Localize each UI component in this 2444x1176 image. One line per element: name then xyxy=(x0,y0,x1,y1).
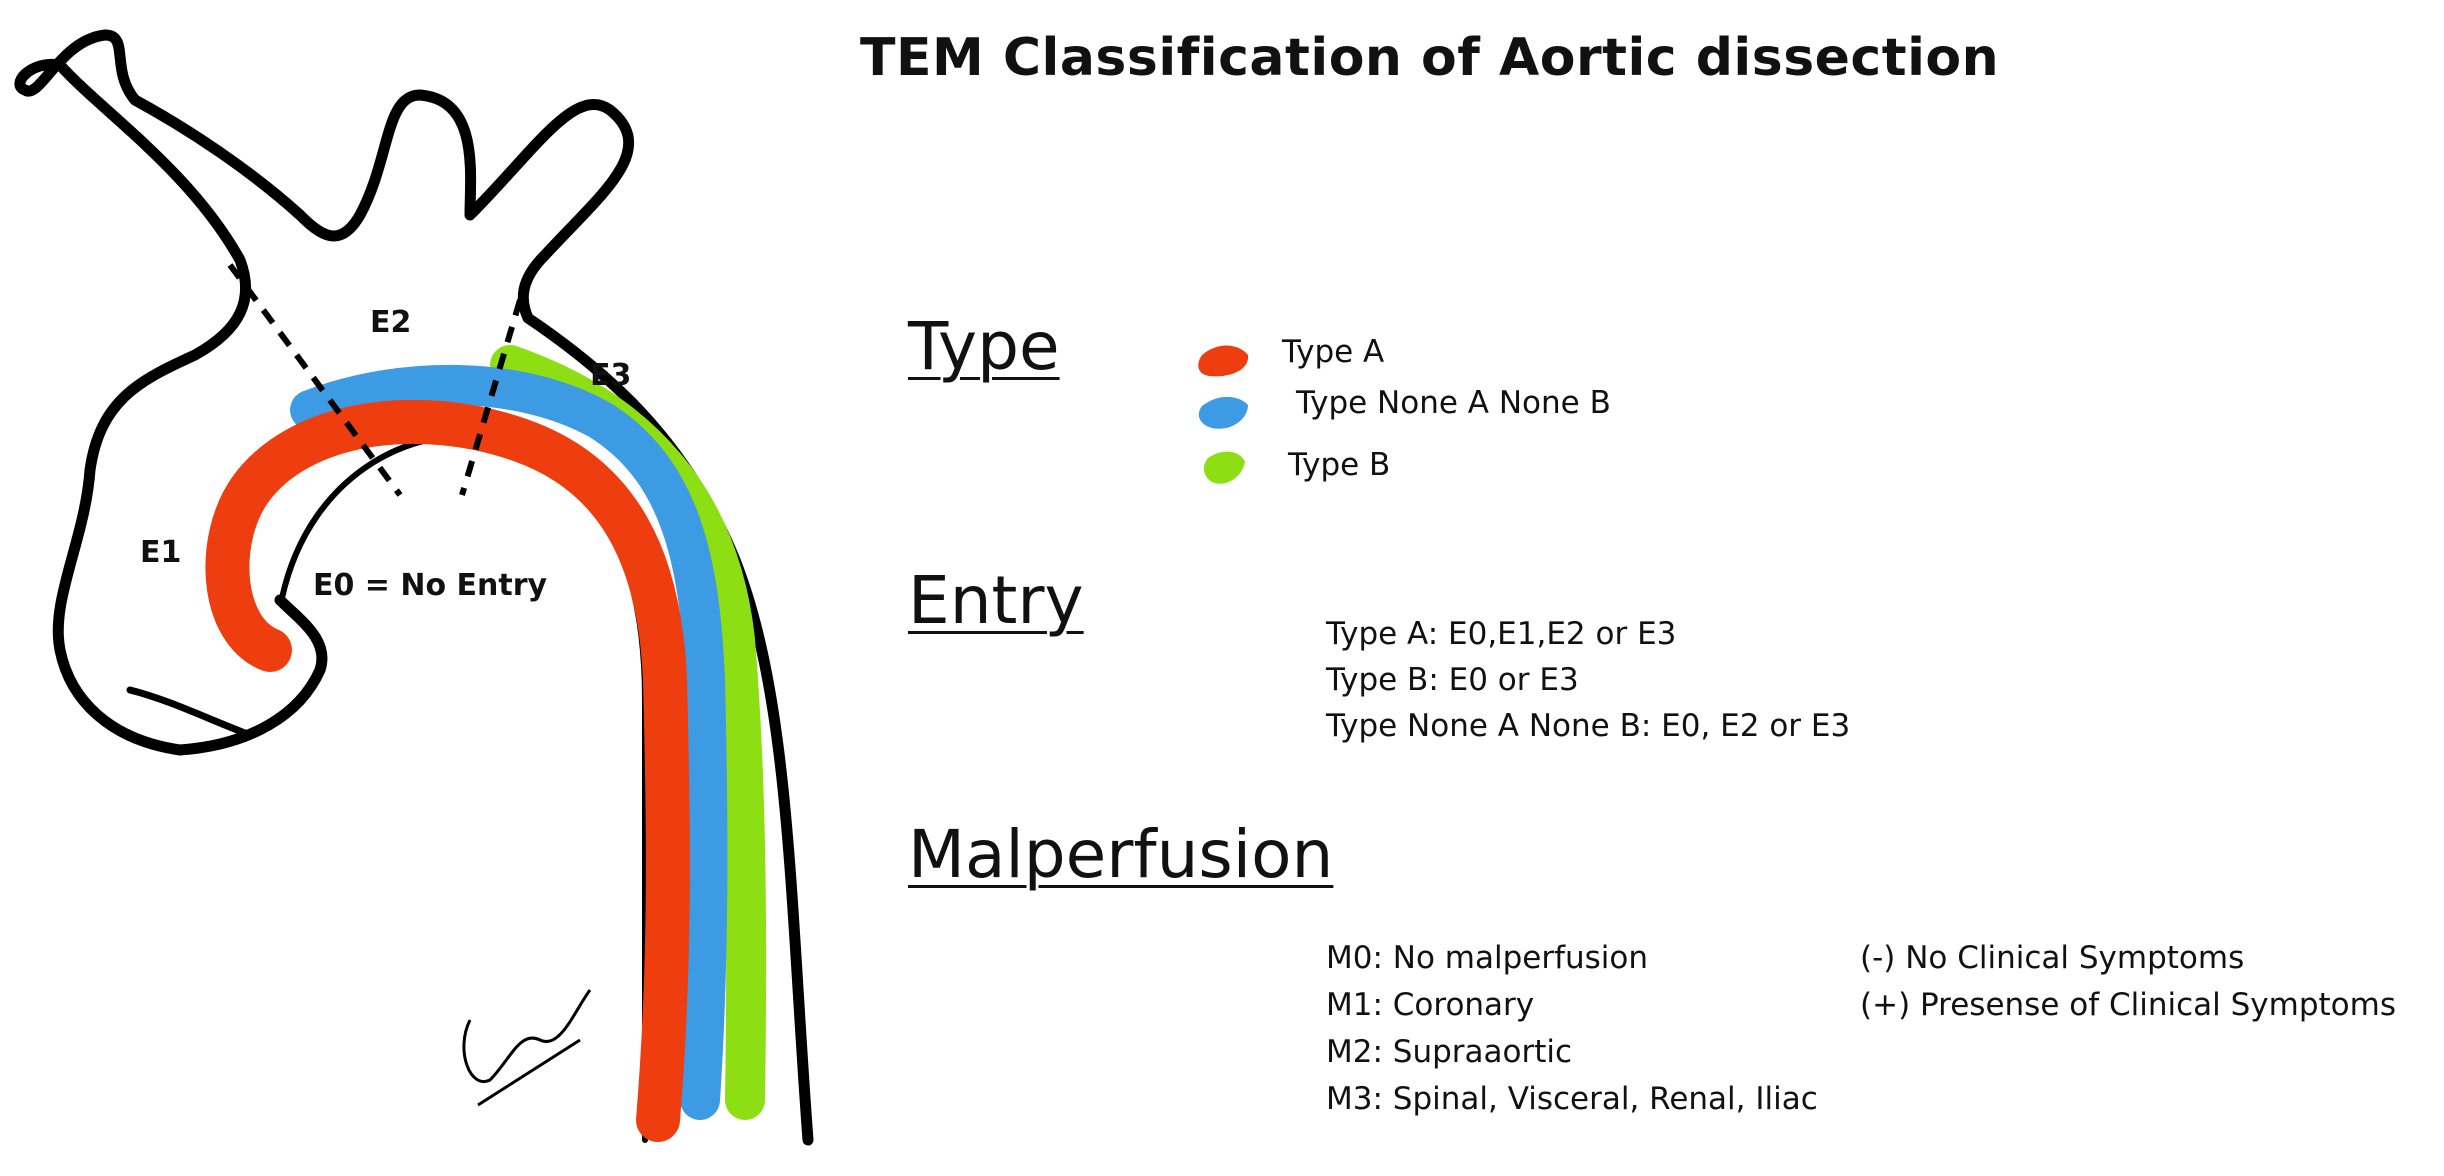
malperfusion-heading: Malperfusion xyxy=(908,816,1334,893)
swatch-non-a-non-b xyxy=(1198,396,1248,429)
legend-type-a: Type A xyxy=(1282,334,1385,370)
legend-non-a-non-b: Type None A None B xyxy=(1296,385,1611,421)
signature-mark xyxy=(462,989,592,1084)
legend-type-b: Type B xyxy=(1288,447,1391,483)
entry-line-non-a-non-b: Type None A None B: E0, E2 or E3 xyxy=(1326,708,1851,744)
signature-underline xyxy=(477,1038,581,1107)
type-legend-swatches xyxy=(1198,345,1249,484)
aorta-outline xyxy=(14,29,814,1146)
segment-label-e3: E3 xyxy=(590,358,632,393)
symptoms-positive: (+) Presense of Clinical Symptoms xyxy=(1860,987,2396,1023)
entry-line-type-b: Type B: E0 or E3 xyxy=(1326,662,1579,698)
entry-line-type-a: Type A: E0,E1,E2 or E3 xyxy=(1326,616,1677,652)
swatch-type-b xyxy=(1203,451,1245,484)
segment-label-e0: E0 = No Entry xyxy=(313,568,548,603)
malperfusion-m0: M0: No malperfusion xyxy=(1326,940,1649,976)
segment-label-e2: E2 xyxy=(370,305,412,340)
type-a-band xyxy=(205,399,690,1142)
aortic-root-outline xyxy=(126,686,254,739)
e2-e3-boundary xyxy=(459,299,523,496)
symptoms-negative: (-) No Clinical Symptoms xyxy=(1860,940,2245,976)
swatch-type-a xyxy=(1198,345,1249,377)
e1-e2-boundary xyxy=(227,263,403,497)
malperfusion-m2: M2: Supraaortic xyxy=(1326,1034,1573,1070)
segment-label-e1: E1 xyxy=(140,535,182,570)
type-heading: Type xyxy=(908,308,1060,385)
malperfusion-m1: M1: Coronary xyxy=(1326,987,1535,1023)
malperfusion-m3: M3: Spinal, Visceral, Renal, Iliac xyxy=(1326,1081,1818,1117)
aorta-inner-curve xyxy=(279,432,648,1143)
non-a-non-b-band xyxy=(290,364,728,1120)
entry-heading: Entry xyxy=(908,562,1084,639)
page-title: TEM Classification of Aortic dissection xyxy=(860,28,2000,88)
